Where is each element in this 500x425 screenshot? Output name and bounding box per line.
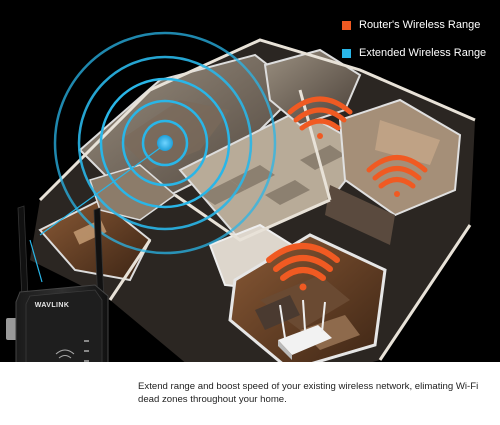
extender-location-dot — [157, 135, 173, 151]
legend: Router's Wireless Range Extended Wireles… — [342, 14, 492, 70]
extended-range-rings — [53, 31, 277, 255]
pointer-line — [39, 147, 161, 236]
caption-text: Extend range and boost speed of your exi… — [138, 381, 479, 405]
legend-item-extended-range: Extended Wireless Range — [342, 42, 492, 64]
caption-bar: Extend range and boost speed of your exi… — [0, 362, 500, 425]
blue-swatch-icon — [342, 48, 351, 58]
legend-item-router-range: Router's Wireless Range — [342, 14, 492, 36]
legend-label: Extended Wireless Range — [359, 47, 487, 59]
legend-label: Router's Wireless Range — [359, 19, 481, 31]
router-range-signal-top — [287, 96, 353, 139]
device-brand-logo: WAVLINK — [34, 302, 70, 309]
router-range-signal-bottom — [266, 243, 340, 291]
router — [278, 299, 332, 360]
router-range-signal-right — [366, 155, 428, 197]
orange-swatch-icon — [342, 20, 351, 30]
